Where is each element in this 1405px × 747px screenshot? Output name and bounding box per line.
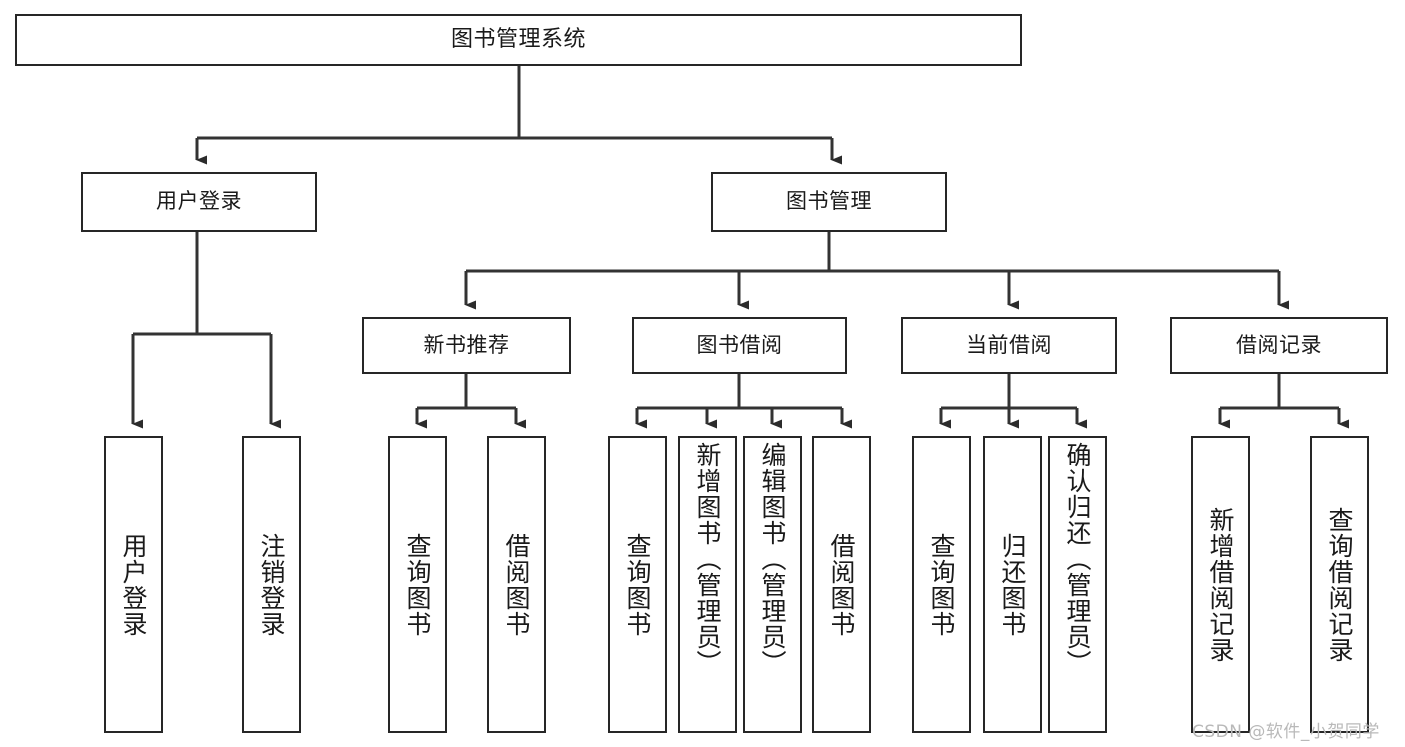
watermark: CSDN @软件_小贺同学 xyxy=(1192,722,1380,742)
leaf-logout[interactable]: 注销登录 xyxy=(242,436,301,733)
leaf-borrow-query-book-label: 查询图书 xyxy=(623,532,652,637)
node-new-book-recommend-label: 新书推荐 xyxy=(423,332,510,357)
node-current-borrow[interactable]: 当前借阅 xyxy=(901,317,1117,374)
leaf-current-return-book-label: 归还图书 xyxy=(998,532,1027,637)
node-book-borrow[interactable]: 图书借阅 xyxy=(632,317,847,374)
leaf-borrow-add-book[interactable]: 新增图书（管理员） xyxy=(678,436,737,733)
node-root-label: 图书管理系统 xyxy=(450,26,586,52)
node-root[interactable]: 图书管理系统 xyxy=(15,14,1022,66)
leaf-current-query-book-label: 查询图书 xyxy=(927,532,956,637)
leaf-borrow-edit-book-label: 编辑图书（管理员） xyxy=(758,442,787,676)
leaf-borrow-query-book[interactable]: 查询图书 xyxy=(608,436,667,733)
leaf-borrow-add-book-label: 新增图书（管理员） xyxy=(693,442,722,676)
leaf-record-query[interactable]: 查询借阅记录 xyxy=(1310,436,1369,733)
node-borrow-records[interactable]: 借阅记录 xyxy=(1170,317,1388,374)
leaf-current-return-book[interactable]: 归还图书 xyxy=(983,436,1042,733)
leaf-record-add-label: 新增借阅记录 xyxy=(1206,506,1235,663)
node-user-login[interactable]: 用户登录 xyxy=(81,172,317,232)
leaf-record-query-label: 查询借阅记录 xyxy=(1325,506,1354,663)
node-book-borrow-label: 图书借阅 xyxy=(696,332,783,357)
leaf-current-confirm-return[interactable]: 确认归还（管理员） xyxy=(1048,436,1107,733)
leaf-borrow-edit-book[interactable]: 编辑图书（管理员） xyxy=(743,436,802,733)
node-book-management[interactable]: 图书管理 xyxy=(711,172,947,232)
leaf-current-confirm-return-label: 确认归还（管理员） xyxy=(1063,442,1092,676)
leaf-borrow-borrow-book[interactable]: 借阅图书 xyxy=(812,436,871,733)
leaf-logout-label: 注销登录 xyxy=(257,532,286,637)
node-new-book-recommend[interactable]: 新书推荐 xyxy=(362,317,571,374)
leaf-user-login[interactable]: 用户登录 xyxy=(104,436,163,733)
node-current-borrow-label: 当前借阅 xyxy=(966,332,1052,357)
node-borrow-records-label: 借阅记录 xyxy=(1236,332,1322,357)
leaf-user-login-label: 用户登录 xyxy=(119,532,148,637)
leaf-record-add[interactable]: 新增借阅记录 xyxy=(1191,436,1250,733)
leaf-new-book-query-label: 查询图书 xyxy=(403,532,432,637)
leaf-new-book-query[interactable]: 查询图书 xyxy=(388,436,447,733)
node-user-login-label: 用户登录 xyxy=(156,189,242,214)
leaf-current-query-book[interactable]: 查询图书 xyxy=(912,436,971,733)
node-book-management-label: 图书管理 xyxy=(786,189,872,214)
leaf-new-book-borrow[interactable]: 借阅图书 xyxy=(487,436,546,733)
leaf-new-book-borrow-label: 借阅图书 xyxy=(502,532,531,637)
leaf-borrow-borrow-book-label: 借阅图书 xyxy=(827,532,856,637)
